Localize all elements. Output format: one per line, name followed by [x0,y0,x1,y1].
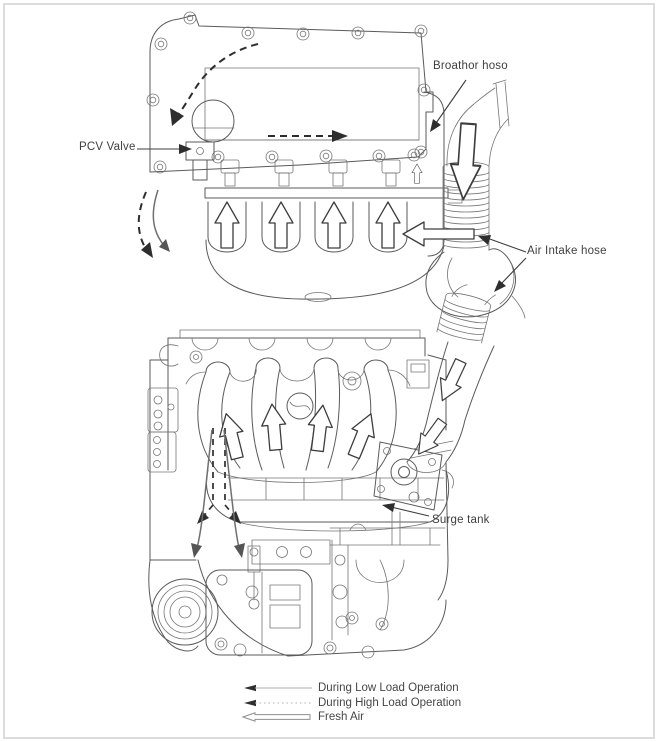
top-engine-view [137,11,526,319]
legend-row-fresh-air: Fresh Air [241,710,461,725]
fresh-air-arrow-into-manifold [402,221,475,247]
intake-manifold-top [205,201,445,302]
solid-line-left-arrow-icon [244,685,312,692]
legend-row-high-load: During High Load Operation [241,696,461,711]
blowby-flow-arrows-bottom [191,428,245,558]
surge-tank-label: Surge tank [432,514,490,526]
air-intake-hose-label: Air Intake hose [527,245,607,257]
air-intake-hose-leader-lower [494,257,527,292]
fresh-air-arrows-top [214,121,485,249]
cylinder-head-and-fuel-rail [204,159,463,204]
breather-hose-leader [430,79,467,132]
legend-high-load-label: During High Load Operation [318,696,462,709]
air-intake-hose-leader-upper [478,235,527,253]
legend-row-low-load: During Low Load Operation [241,681,461,696]
legend-fresh-air-label: Fresh Air [318,711,365,724]
engine-block-lower [197,354,449,659]
left-accessory-brackets [147,344,203,652]
bottom-engine-view [147,284,496,659]
pcv-valve [185,141,215,181]
blowby-flow-arrows-top [137,43,348,258]
valve-cover [146,11,434,174]
surge-tank-leader [382,503,430,517]
valve-cover-bolts [146,11,431,174]
air-intake-elbow [425,248,526,319]
dashed-line-left-arrow-icon [244,699,312,706]
oil-filler-cap [191,99,235,143]
label-leaders [137,79,527,517]
pcv-valve-label: PCV Valve [79,141,136,153]
throttle-body [373,359,454,546]
cylinder-head-front [167,329,426,391]
pcv-valve-leader [137,144,192,154]
breather-hose-label: Broathor hoso [433,60,508,72]
flow-legend: During Low Load Operation During High Lo… [241,681,461,725]
legend-low-load-label: During Low Load Operation [318,682,459,695]
ac-compressor [151,569,313,657]
fresh-air-arrow-down-breather [447,121,485,202]
air-intake-hose-lower [406,284,496,473]
outline-left-arrow-icon [241,712,311,723]
intake-manifold-front [185,357,411,473]
fresh-air-arrows-bottom [213,402,383,462]
surge-tank [206,469,450,610]
